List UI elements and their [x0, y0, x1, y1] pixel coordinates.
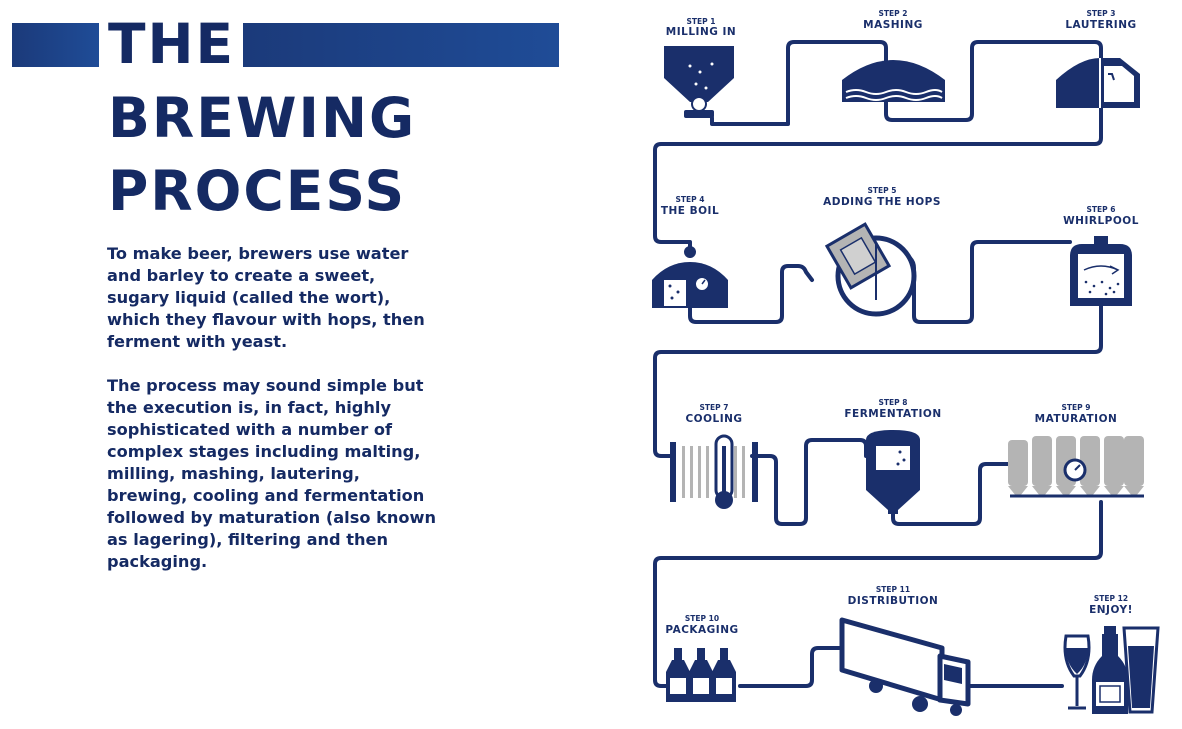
- title-bar-left: [12, 23, 99, 67]
- step-6-number: STEP 6: [1087, 205, 1116, 214]
- step-8-number: STEP 8: [879, 398, 908, 407]
- step-3-name: LAUTERING: [1065, 19, 1136, 31]
- step-6-name: WHIRLPOOL: [1063, 215, 1139, 227]
- step-9-group: STEP 9 MATURATION: [1008, 403, 1144, 498]
- step-4-group: STEP 4 THE BOIL: [652, 195, 728, 308]
- cooler-thermometer-icon: [670, 434, 758, 509]
- mash-tun-icon: [842, 60, 945, 102]
- step-7-name: COOLING: [685, 413, 742, 425]
- step-2-number: STEP 2: [879, 9, 908, 18]
- title-line-1: THE: [108, 12, 236, 76]
- boil-kettle-icon: [652, 246, 728, 308]
- step-11-group: STEP 11 DISTRIBUTION: [839, 585, 971, 716]
- fermenter-icon: [866, 430, 920, 514]
- hops-bucket-icon: [824, 222, 917, 317]
- step-9-name: MATURATION: [1035, 413, 1118, 425]
- whirlpool-tank-icon: [1070, 236, 1132, 306]
- step-6-group: STEP 6 WHIRLPOOL: [1063, 205, 1139, 306]
- truck-icon: [839, 617, 971, 716]
- step-4-number: STEP 4: [676, 195, 705, 204]
- step-10-name: PACKAGING: [665, 624, 738, 636]
- step-8-group: STEP 8 FERMENTATION: [844, 398, 941, 514]
- bottles-icon: [666, 648, 736, 702]
- step-12-group: STEP 12 ENJOY!: [1063, 594, 1160, 714]
- step-1-number: STEP 1: [687, 17, 716, 26]
- step-11-number: STEP 11: [876, 585, 910, 594]
- step-8-name: FERMENTATION: [844, 408, 941, 420]
- step-2-group: STEP 2 MASHING: [842, 9, 945, 102]
- step-5-number: STEP 5: [868, 186, 897, 195]
- step-12-name: ENJOY!: [1089, 604, 1133, 616]
- intro-paragraph-1: To make beer, brewers use water and barl…: [107, 244, 425, 351]
- step-7-number: STEP 7: [700, 403, 729, 412]
- step-1-group: STEP 1 MILLING IN: [664, 17, 736, 118]
- title-line-3: PROCESS: [108, 159, 407, 223]
- step-1-name: MILLING IN: [666, 26, 736, 38]
- step-2-name: MASHING: [863, 19, 923, 31]
- step-11-name: DISTRIBUTION: [848, 595, 939, 607]
- pipe-path: [653, 40, 1103, 688]
- step-5-name: ADDING THE HOPS: [823, 196, 941, 208]
- step-4-name: THE BOIL: [661, 205, 719, 217]
- lauter-tun-icon: [1056, 58, 1140, 108]
- title-line-2: BREWING: [108, 86, 417, 150]
- step-3-group: STEP 3 LAUTERING: [1056, 9, 1140, 108]
- step-9-number: STEP 9: [1062, 403, 1091, 412]
- step-10-number: STEP 10: [685, 614, 719, 623]
- mill-hopper-icon: [664, 46, 734, 118]
- maturation-tanks-icon: [1008, 436, 1144, 498]
- beer-glasses-icon: [1063, 626, 1160, 714]
- step-7-group: STEP 7 COOLING: [670, 403, 758, 509]
- intro-paragraph-2: The process may sound simple but the exe…: [107, 376, 436, 571]
- step-12-number: STEP 12: [1094, 594, 1128, 603]
- title-bar-right: [243, 23, 559, 67]
- step-5-group: STEP 5 ADDING THE HOPS: [823, 186, 941, 317]
- step-3-number: STEP 3: [1087, 9, 1116, 18]
- step-10-group: STEP 10 PACKAGING: [665, 614, 738, 702]
